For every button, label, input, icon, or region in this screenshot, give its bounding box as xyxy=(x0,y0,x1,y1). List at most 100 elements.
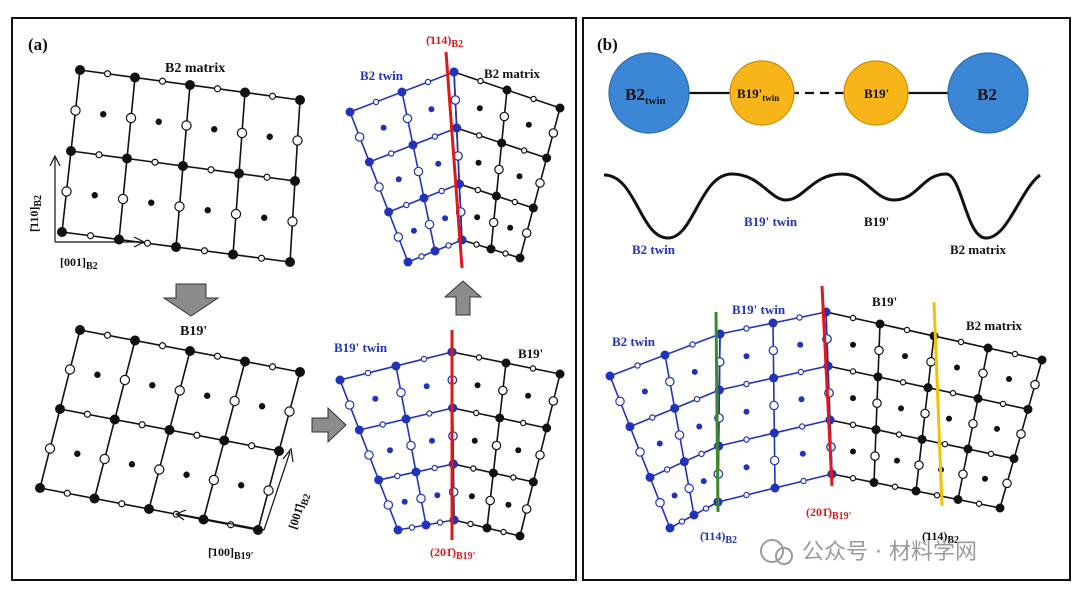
center-atom xyxy=(387,447,393,454)
edge-atom xyxy=(615,396,625,407)
corner-atom xyxy=(515,531,525,541)
center-atom xyxy=(525,121,532,128)
edge-atom xyxy=(957,338,965,346)
center-atom xyxy=(476,105,483,112)
plane-201-red-line xyxy=(820,285,834,487)
edge-atom xyxy=(473,241,480,248)
corner-atom xyxy=(408,140,418,150)
corner-atom xyxy=(871,425,881,435)
center-atom xyxy=(700,478,707,485)
center-atom xyxy=(372,395,379,402)
center-atom xyxy=(954,364,960,371)
edge-atom xyxy=(470,465,477,472)
panel-a-frame xyxy=(11,17,577,581)
edge-atom xyxy=(387,150,395,157)
edge-atom xyxy=(103,331,112,339)
center-atom xyxy=(743,408,750,415)
center-atom xyxy=(203,392,211,399)
edge-atom xyxy=(872,398,882,409)
edge-atom xyxy=(491,440,502,451)
corner-atom xyxy=(411,467,421,477)
edge-atom xyxy=(743,325,750,332)
edge-atom xyxy=(849,475,857,482)
edge-atom xyxy=(379,421,386,428)
corner-atom xyxy=(497,138,507,148)
center-atom xyxy=(258,403,266,410)
center-atom xyxy=(261,214,268,221)
corner-atom xyxy=(715,329,725,339)
corner-atom xyxy=(542,423,552,433)
edge-atom xyxy=(413,166,424,177)
edge-atom xyxy=(1011,350,1019,358)
center-atom xyxy=(266,133,273,140)
up-arrow xyxy=(443,280,483,316)
edge-atom xyxy=(678,518,686,525)
corner-atom xyxy=(274,446,284,456)
center-atom xyxy=(94,371,101,378)
center-atom xyxy=(507,224,514,231)
edge-atom xyxy=(207,166,215,174)
edge-atom xyxy=(284,406,295,417)
axis-arrows-b19 xyxy=(174,447,294,531)
energy-b2-twin: B2 twin xyxy=(632,242,676,257)
b19-label-right: B19' xyxy=(518,346,543,361)
corner-atom xyxy=(89,493,100,504)
energy-curve xyxy=(603,172,1041,240)
corner-atom xyxy=(122,153,132,164)
edge-atom xyxy=(143,239,152,247)
edge-atom xyxy=(268,92,277,100)
edge-atom xyxy=(396,387,406,398)
corner-atom xyxy=(515,253,525,263)
edge-atom xyxy=(649,414,656,421)
center-atom xyxy=(894,457,900,464)
corner-atom xyxy=(645,472,655,482)
center-atom xyxy=(410,227,417,234)
corner-atom xyxy=(114,234,124,245)
corner-atom xyxy=(295,367,305,377)
edge-atom xyxy=(949,389,957,397)
center-atom xyxy=(237,482,245,489)
corner-atom xyxy=(963,444,973,454)
corner-atom xyxy=(253,525,263,535)
corner-atom xyxy=(953,495,963,504)
plane-114-green-line xyxy=(714,311,720,513)
corner-atom xyxy=(57,227,67,237)
edge-atom xyxy=(698,450,705,458)
edge-atom xyxy=(103,70,112,78)
edge-atom xyxy=(119,374,131,386)
center-atom xyxy=(671,492,678,499)
edge-atom xyxy=(158,342,167,350)
energy-b19-twin: B19' twin xyxy=(744,214,798,229)
center-atom xyxy=(380,124,387,131)
edge-atom xyxy=(431,464,438,472)
center-atom xyxy=(505,501,512,508)
edge-atom xyxy=(743,380,750,388)
edge-atom xyxy=(374,182,384,192)
edge-atom xyxy=(472,409,480,417)
edge-atom xyxy=(874,345,884,356)
edge-atom xyxy=(95,151,103,159)
node-b19-twin xyxy=(729,60,795,126)
edge-atom xyxy=(798,423,806,430)
axis-001-label: [001]B2 xyxy=(60,255,98,272)
corner-atom xyxy=(185,346,195,356)
corner-atom xyxy=(430,246,440,256)
edge-atom xyxy=(521,504,532,514)
edge-atom xyxy=(499,111,510,122)
center-atom xyxy=(516,173,523,180)
edge-atom xyxy=(372,98,380,106)
panel-a-label: (a) xyxy=(28,35,48,54)
center-atom xyxy=(743,353,750,360)
edge-atom xyxy=(117,193,129,205)
node-b19-text: B19' xyxy=(864,86,889,101)
edge-atom xyxy=(535,178,545,188)
edge-atom xyxy=(424,219,435,230)
corner-atom xyxy=(923,383,933,393)
edge-atom xyxy=(236,127,248,139)
center-atom xyxy=(898,405,904,412)
edge-atom xyxy=(158,77,167,85)
corner-atom xyxy=(665,523,675,533)
corner-atom xyxy=(75,65,85,75)
edge-atom xyxy=(530,95,537,103)
edge-atom xyxy=(768,345,779,356)
